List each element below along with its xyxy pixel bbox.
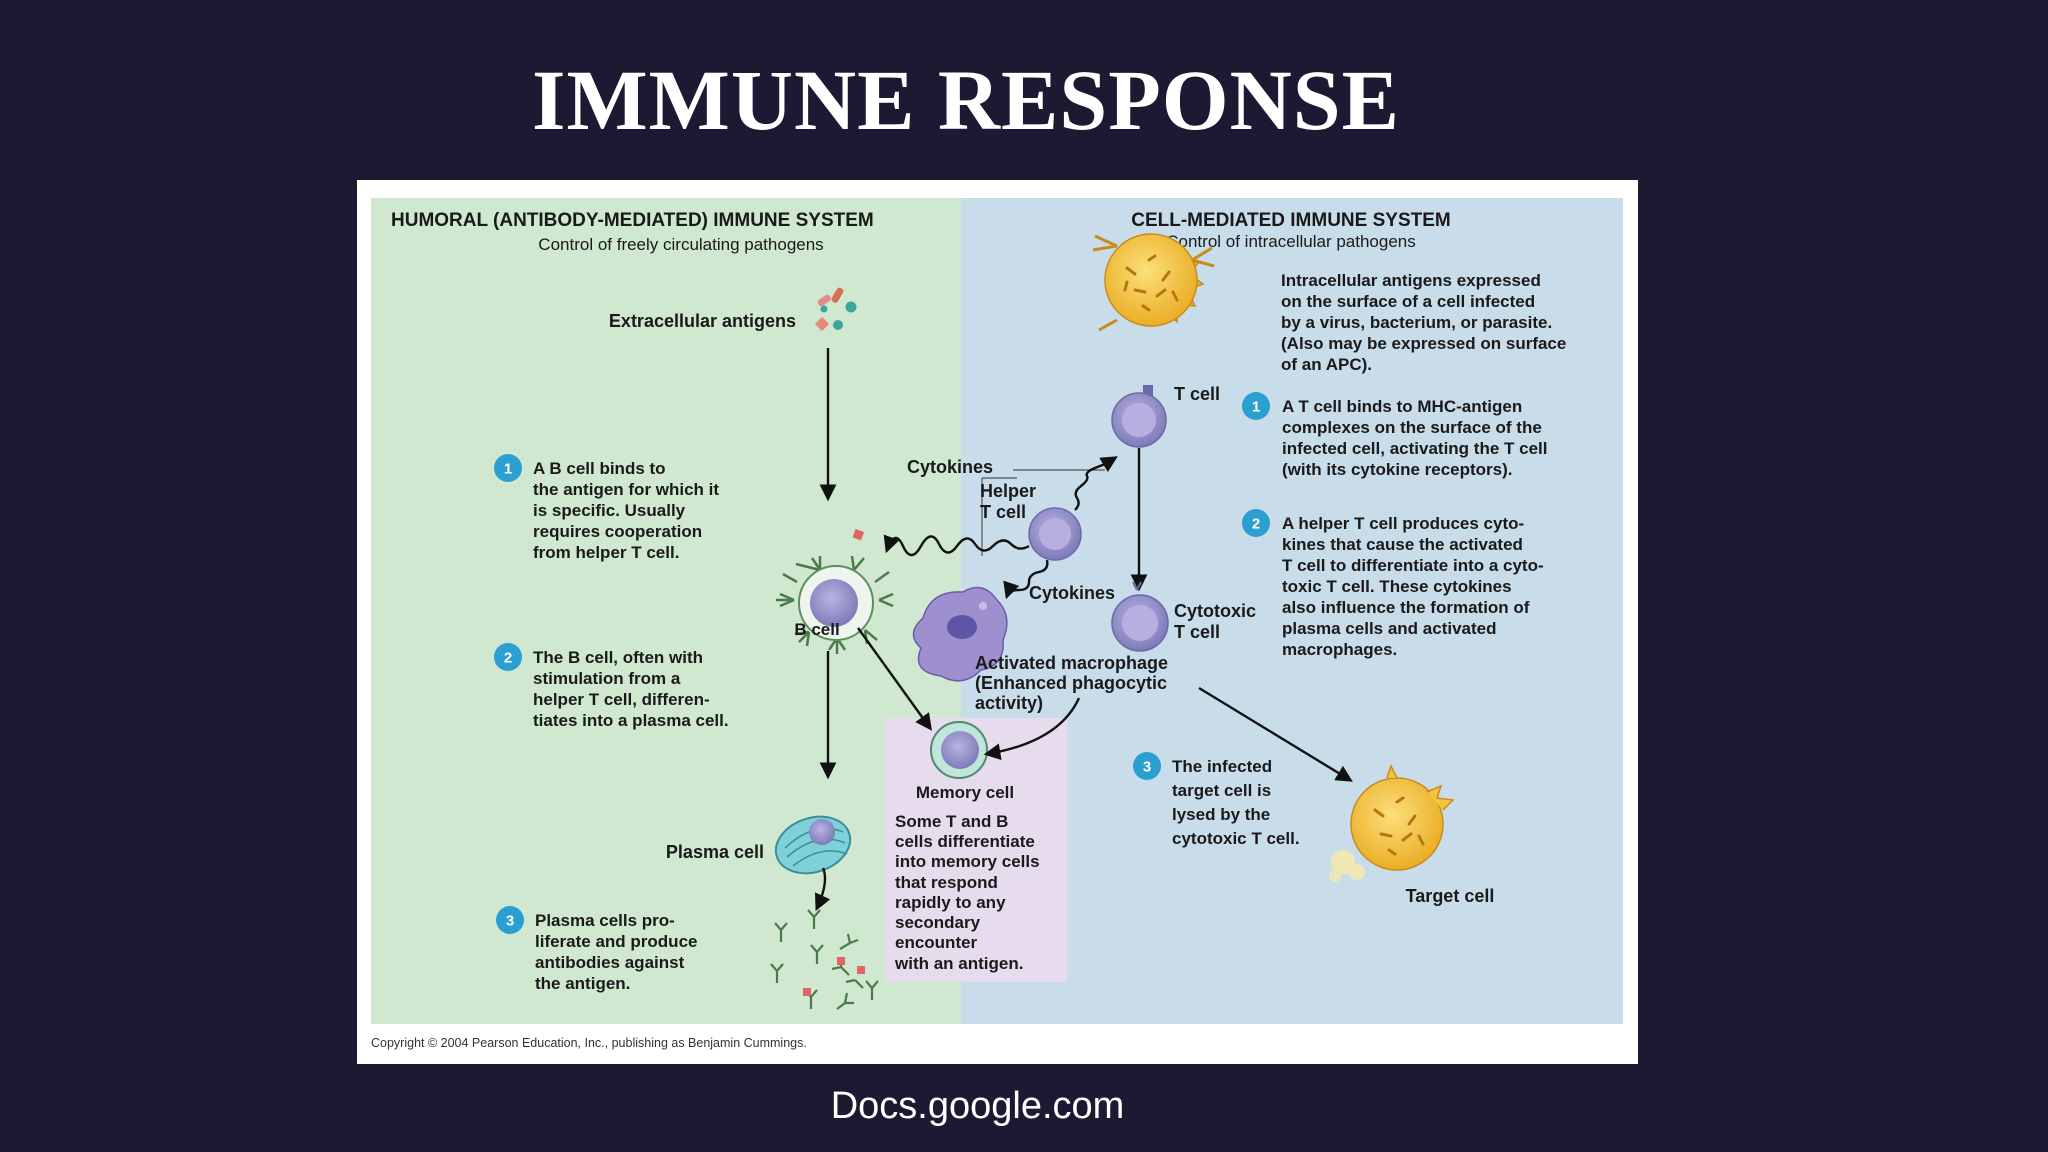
memory-cell-label: Memory cell	[916, 783, 1014, 802]
cell-mediated-panel	[961, 198, 1623, 1024]
memory-cell-icon	[930, 721, 988, 779]
immune-response-figure: HUMORAL (ANTIBODY-MEDIATED) IMMUNE SYSTE…	[357, 180, 1638, 1064]
svg-text:3: 3	[1143, 759, 1151, 776]
svg-text:2: 2	[1252, 516, 1260, 533]
immune-diagram-svg: HUMORAL (ANTIBODY-MEDIATED) IMMUNE SYSTE…	[371, 198, 1623, 1050]
cytotoxic-t-cell-label: Cytotoxic T cell	[1174, 601, 1261, 642]
t-cell-label: T cell	[1174, 384, 1220, 404]
cell-mediated-step-3: 3 The infected target cell is lysed by t…	[1133, 752, 1300, 848]
plasma-cell-icon	[774, 815, 852, 875]
intracellular-antigens-text: Intracellular antigens expressed on the …	[1281, 271, 1571, 374]
svg-text:A T cell binds to MHC-antigen: A T cell binds to MHC-antigen complexes …	[1282, 397, 1552, 479]
plasma-cell-label: Plasma cell	[666, 842, 764, 862]
humoral-title: HUMORAL (ANTIBODY-MEDIATED) IMMUNE SYSTE…	[391, 210, 874, 231]
svg-text:The infected target cell: The infected target cell is lysed by the…	[1172, 757, 1300, 848]
activated-macrophage-label: Activated macrophage (Enhanced phagocyti…	[975, 653, 1173, 713]
b-cell-label-text: B cell	[794, 620, 839, 639]
cytotoxic-t-cell-icon	[1111, 581, 1169, 652]
antibodies-icon	[770, 909, 879, 1010]
helper-t-cell-label: Helper T cell	[980, 481, 1041, 522]
t-cell-icon	[1111, 385, 1167, 448]
memory-cell-note: Some T and B cells differentiate into me…	[894, 812, 1044, 973]
helper-t-cell-icon	[1028, 507, 1082, 561]
svg-text:Plasma cells pro- lifera: Plasma cells pro- liferate and produce a…	[535, 911, 702, 993]
cell-mediated-step-1: 1 A T cell binds to MHC-antigen complexe…	[1242, 392, 1552, 479]
infected-cell-icon	[1092, 233, 1215, 332]
svg-text:1: 1	[1252, 399, 1260, 416]
humoral-step-3: 3 Plasma cells pro- liferate and produce…	[496, 906, 702, 993]
cell-mediated-subtitle: Control of intracellular pathogens	[1166, 232, 1415, 251]
b-cell-icon	[776, 528, 894, 654]
svg-text:A B cell binds to the an: A B cell binds to the antigen for which …	[533, 459, 724, 562]
cytokines-label-top: Cytokines	[907, 457, 993, 477]
svg-text:The B cell, often with s: The B cell, often with stimulation from …	[533, 648, 729, 730]
humoral-subtitle: Control of freely circulating pathogens	[538, 235, 823, 254]
slide-title: IMMUNE RESPONSE	[532, 52, 1400, 148]
humoral-step-1: 1 A B cell binds to the antigen for whic…	[494, 454, 724, 562]
cytokines-label-bottom: Cytokines	[1029, 583, 1115, 603]
extracellular-antigens-label: Extracellular antigens	[609, 311, 796, 331]
cell-mediated-step-2: 2 A helper T cell produces cyto- kines t…	[1242, 509, 1548, 659]
figure-copyright: Copyright © 2004 Pearson Education, Inc.…	[371, 1036, 807, 1050]
svg-text:1: 1	[504, 461, 512, 478]
antigen-particles-icon	[814, 287, 857, 332]
svg-text:2: 2	[504, 650, 512, 667]
macrophage-icon	[912, 586, 1008, 682]
slide-source: Docs.google.com	[830, 1085, 1125, 1127]
target-cell-icon	[1329, 764, 1455, 882]
svg-text:A helper T cell produces cyto-: A helper T cell produces cyto- kines tha…	[1282, 514, 1548, 659]
humoral-step-2: 2 The B cell, often with stimulation fro…	[494, 643, 729, 730]
cell-mediated-title: CELL-MEDIATED IMMUNE SYSTEM	[1131, 210, 1450, 231]
target-cell-label: Target cell	[1406, 886, 1495, 906]
svg-text:3: 3	[506, 913, 514, 930]
